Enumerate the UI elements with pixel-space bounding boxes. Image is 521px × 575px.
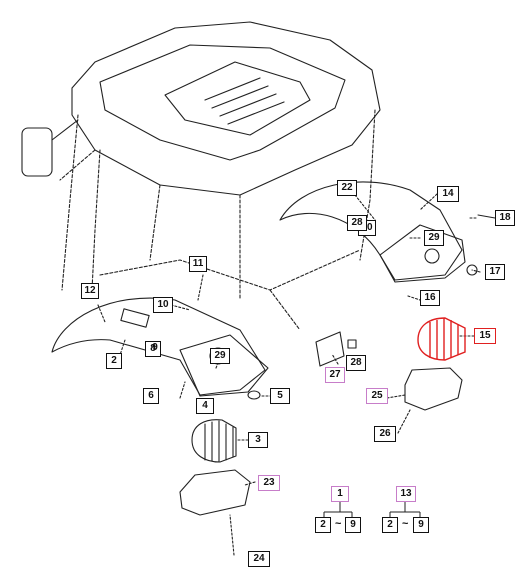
- cab-floor: [99, 249, 361, 331]
- left-knob: [247, 390, 261, 400]
- callout-8: 8: [145, 341, 161, 357]
- callout-26: 26: [374, 426, 396, 442]
- bracket-plate: [315, 331, 345, 367]
- legend-connectors: [323, 502, 421, 518]
- left-lamp-base: [179, 469, 251, 516]
- screw: [477, 214, 496, 219]
- callout-12: 12: [81, 283, 99, 299]
- callout-18: 18: [495, 210, 515, 226]
- callout-28-bottom: 28: [346, 355, 366, 371]
- highlighted-right-work-lamp: [417, 317, 466, 361]
- callout-3: 3: [248, 432, 268, 448]
- left-lamp-housing: [179, 334, 269, 397]
- callout-25: 25: [366, 388, 388, 404]
- callout-29-right: 29: [424, 230, 444, 246]
- leader-lines: [97, 193, 481, 556]
- callout-23: 23: [258, 475, 280, 491]
- legend-13-from: 2: [382, 517, 398, 533]
- callout-4: 4: [196, 398, 214, 414]
- right-knob: [466, 264, 478, 276]
- callout-22: 22: [337, 180, 357, 196]
- callout-6: 6: [143, 388, 159, 404]
- legend-1-to: 9: [345, 517, 361, 533]
- callout-17: 17: [485, 264, 505, 280]
- callout-15: 15: [474, 328, 496, 344]
- right-lamp-base: [404, 367, 463, 411]
- callout-9: 9: [152, 342, 158, 353]
- callout-5: 5: [270, 388, 290, 404]
- callout-10: 10: [153, 297, 173, 313]
- right-lamp-housing: [379, 224, 466, 283]
- left-work-lamp: [191, 419, 237, 463]
- callout-13: 13: [396, 486, 416, 502]
- roof-panel: [99, 44, 346, 161]
- legend-13-to: 9: [413, 517, 429, 533]
- left-fender: [51, 297, 266, 396]
- mirror: [21, 127, 53, 177]
- callout-28-top: 28: [347, 215, 367, 231]
- roof-vent: [164, 61, 311, 136]
- legend-13-tilde: ~: [402, 518, 409, 530]
- callout-11: 11: [189, 256, 207, 272]
- callout-27: 27: [325, 367, 345, 383]
- legend-1-tilde: ~: [335, 518, 342, 530]
- callout-29-left: 29: [210, 348, 230, 364]
- callout-14: 14: [437, 186, 459, 202]
- right-fender: [279, 181, 463, 281]
- cab-frame: [59, 109, 376, 301]
- callout-24: 24: [248, 551, 270, 567]
- legend-1-from: 2: [315, 517, 331, 533]
- callout-16: 16: [420, 290, 440, 306]
- callout-1: 1: [331, 486, 349, 502]
- cab-roof: [71, 21, 381, 196]
- callout-2: 2: [106, 353, 122, 369]
